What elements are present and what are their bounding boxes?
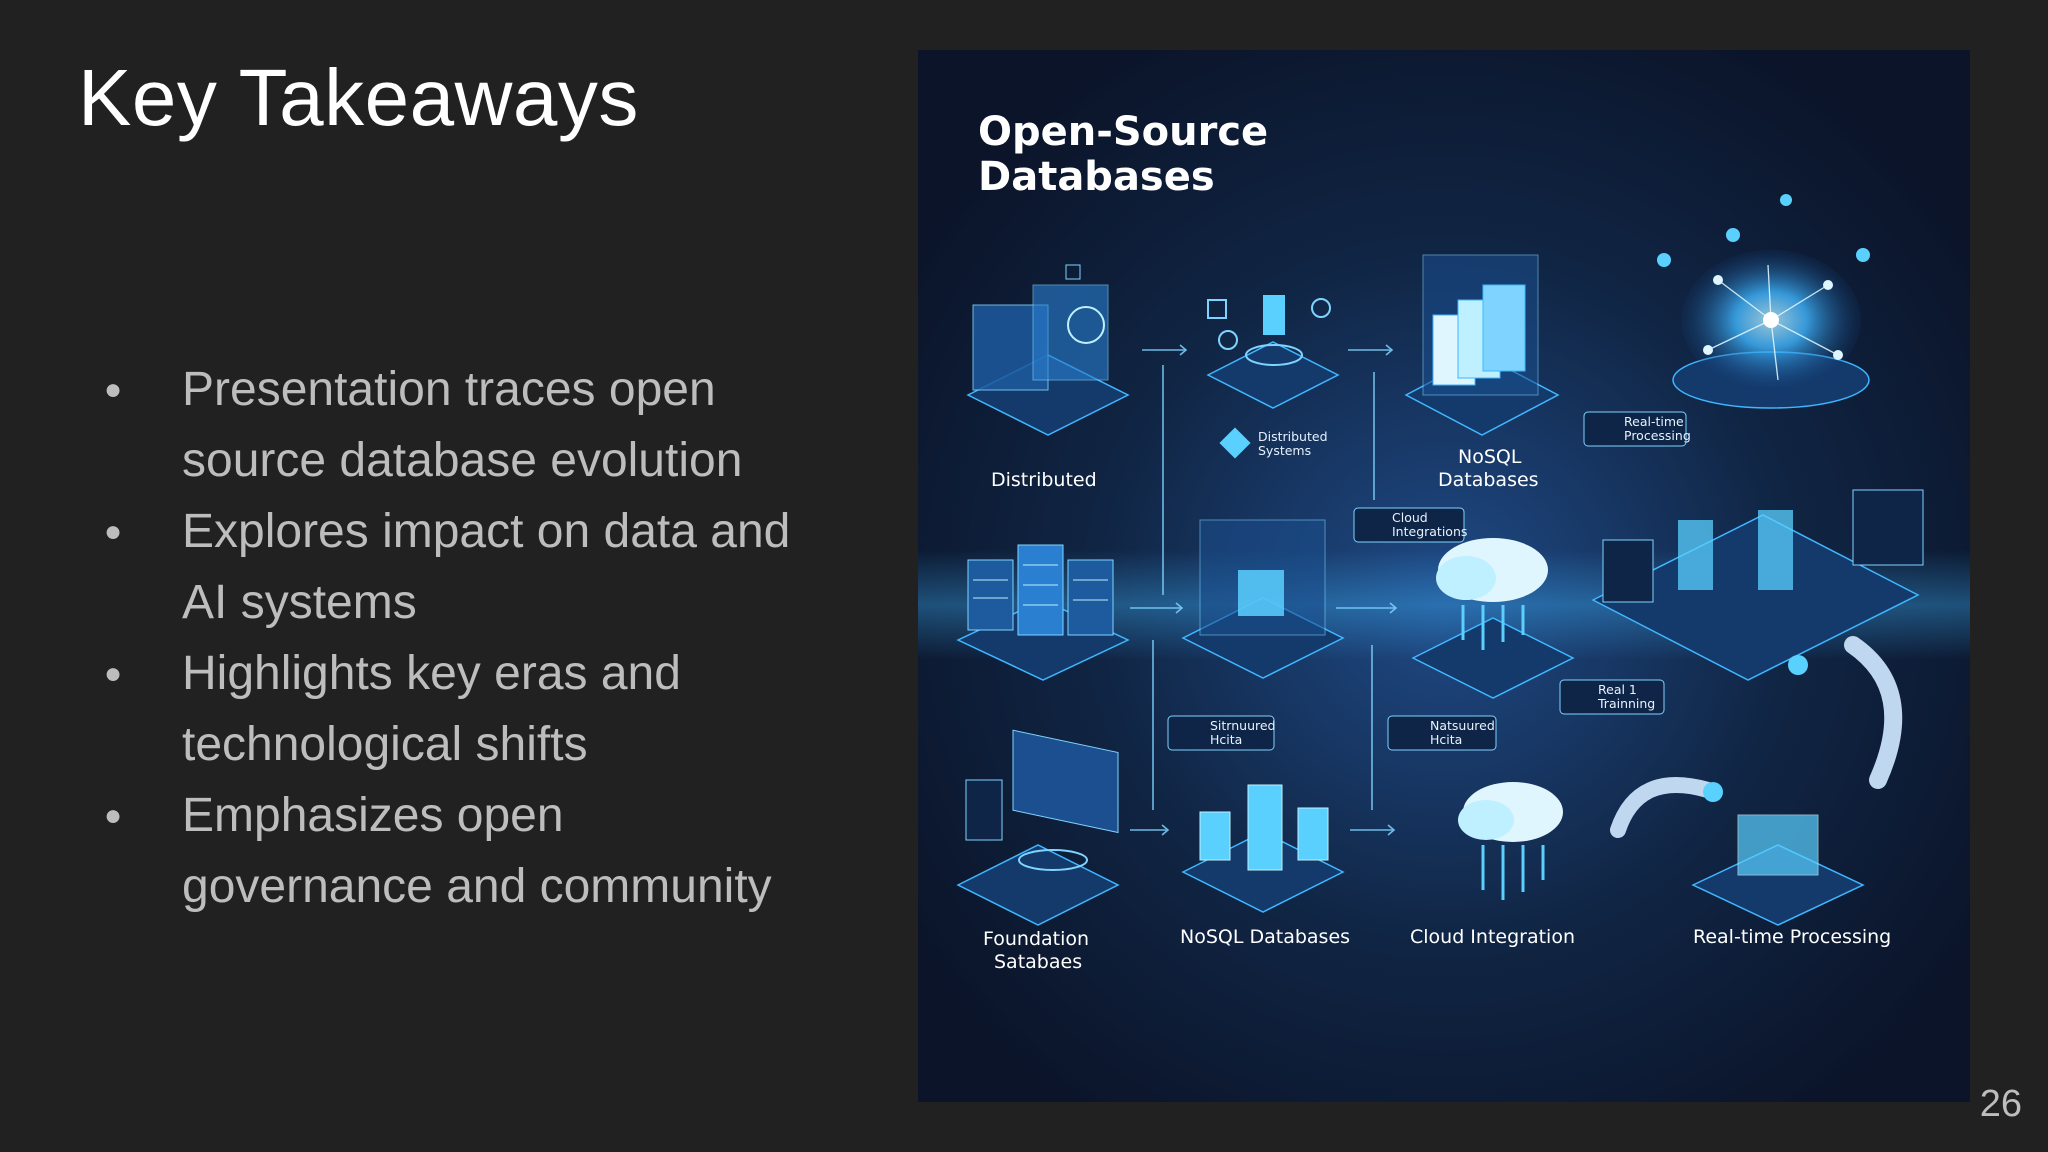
label-natsured-2: Hcita — [1430, 732, 1462, 747]
label-distributed-systems-1: Distributed — [1258, 429, 1328, 444]
neural-network-illustration — [1657, 194, 1870, 409]
bullet-dot-icon: ● — [104, 373, 123, 406]
cloud-integrations-tag — [1353, 507, 1465, 543]
infographic-title-line1: Open-Source — [978, 109, 1268, 155]
flow-connectors — [1130, 344, 1398, 836]
label-distributed-systems-2: Systems — [1258, 443, 1311, 458]
cloud-database-cube-illustration — [1181, 519, 1345, 679]
realtime-dashboard-illustration — [1591, 489, 1924, 681]
label-real-training-1: Real 1 — [1598, 682, 1637, 697]
label-nosql-top-2: Databases — [1438, 469, 1539, 491]
foundation-computer-illustration — [956, 729, 1120, 926]
bullet-dot-icon: ● — [104, 515, 123, 548]
label-realtime-tag-2: Processing — [1624, 428, 1691, 443]
natsured-data-tag — [1387, 715, 1497, 751]
label-cloud-tag-2: Integrations — [1392, 524, 1467, 539]
label-real-training-2: Trainning — [1597, 696, 1655, 711]
cloud-integration-illustration — [1458, 782, 1563, 900]
label-realtime-tag-1: Real-time — [1624, 414, 1684, 429]
realtime-tag — [1583, 411, 1687, 447]
label-nosql-top-1: NoSQL — [1458, 446, 1522, 468]
label-cloud-tag-1: Cloud — [1392, 510, 1428, 525]
label-natsured-1: Natsuured — [1430, 718, 1495, 733]
robotic-arms-illustration — [1610, 636, 1903, 926]
label-nosql-bottom: NoSQL Databases — [1180, 926, 1350, 948]
page-number: 26 — [1979, 1083, 2022, 1125]
label-foundation-2: Satabaes — [994, 951, 1082, 973]
label-foundation-1: Foundation — [983, 928, 1089, 950]
label-realtime-bottom: Real-time Processing — [1693, 926, 1891, 948]
label-structured-2: Hcita — [1210, 732, 1242, 747]
real-training-tag — [1559, 679, 1665, 715]
server-racks-illustration — [956, 544, 1130, 681]
bullet-dot-icon: ● — [104, 657, 123, 690]
label-distributed: Distributed — [991, 469, 1097, 491]
slide-title: Key Takeaways — [78, 53, 639, 142]
open-source-databases-infographic: Open-Source Databases Distributed — [918, 50, 1970, 1102]
infographic-canvas: Open-Source Databases Distributed — [918, 50, 1970, 1102]
nosql-documents-illustration — [1404, 254, 1560, 436]
cloud-rain-illustration — [1411, 538, 1575, 699]
label-structured-1: Sitrnuured — [1210, 718, 1276, 733]
infographic-title-line2: Databases — [978, 154, 1215, 200]
distributed-illustration — [966, 264, 1130, 436]
label-cloud-integration: Cloud Integration — [1410, 926, 1575, 948]
cube-icon — [1219, 427, 1251, 459]
bullet-dot-icon: ● — [104, 799, 123, 832]
structured-data-tag — [1167, 715, 1275, 751]
distributed-systems-illustration — [1206, 295, 1340, 409]
nosql-servers-illustration — [1181, 784, 1345, 913]
